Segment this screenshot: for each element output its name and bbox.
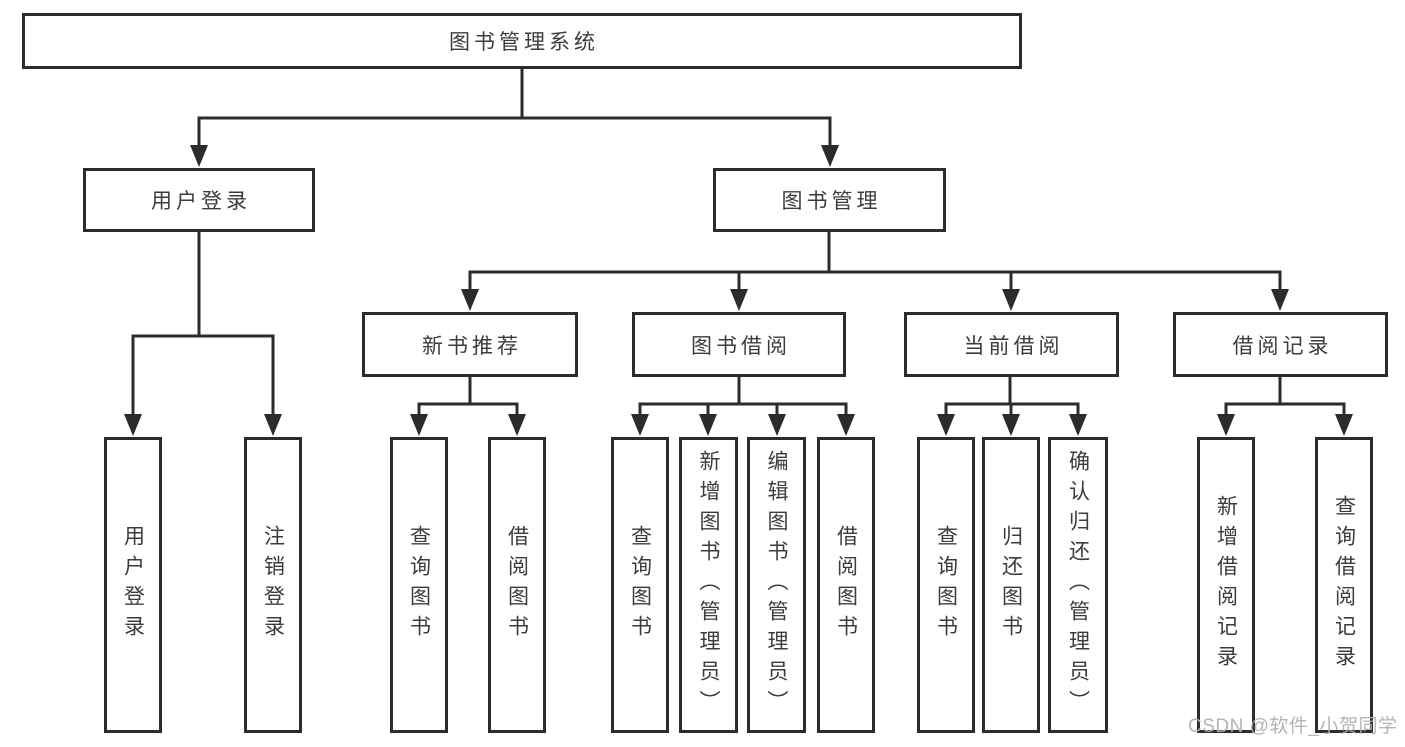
connector-root-to-level2 xyxy=(197,69,832,160)
leaf-label: 查询图书 xyxy=(934,525,958,645)
connector-bookborrow-to-leaves xyxy=(638,377,848,428)
leaf-label: 用户登录 xyxy=(121,525,145,645)
leaf-edit-book-admin: 编辑图书（管理员） xyxy=(747,437,806,733)
leaf-user-login: 用户登录 xyxy=(104,437,162,733)
leaf-logout: 注销登录 xyxy=(244,437,302,733)
arrow-icon xyxy=(699,414,717,436)
node-root-system: 图书管理系统 xyxy=(22,13,1022,69)
leaf-query-borrow-record: 查询借阅记录 xyxy=(1315,437,1373,733)
leaf-label: 借阅图书 xyxy=(834,525,858,645)
leaf-label: 新增借阅记录 xyxy=(1214,495,1238,675)
arrow-icon xyxy=(461,289,479,311)
arrow-icon xyxy=(937,414,955,436)
arrow-icon xyxy=(1335,414,1353,436)
leaf-borrow-borrow-book: 借阅图书 xyxy=(817,437,875,733)
leaf-return-book: 归还图书 xyxy=(982,437,1040,733)
arrow-icon xyxy=(631,414,649,436)
arrow-icon xyxy=(1217,414,1235,436)
arrowheads xyxy=(124,145,1353,436)
arrow-icon xyxy=(1271,289,1289,311)
connector-bookmgmt-to-level3 xyxy=(468,232,1282,303)
leaf-newrec-query-book: 查询图书 xyxy=(390,437,448,733)
arrow-icon xyxy=(730,289,748,311)
leaf-label: 查询图书 xyxy=(628,525,652,645)
leaf-current-query-book: 查询图书 xyxy=(917,437,975,733)
leaf-label: 借阅图书 xyxy=(505,525,529,645)
connector-borrowrecords-to-leaves xyxy=(1224,377,1346,428)
arrow-icon xyxy=(1069,414,1087,436)
leaf-label: 查询图书 xyxy=(407,525,431,645)
node-current-borrow: 当前借阅 xyxy=(904,312,1119,377)
connector-userlogin-to-leaves xyxy=(131,232,275,428)
arrow-icon xyxy=(837,414,855,436)
leaf-label: 查询借阅记录 xyxy=(1332,495,1356,675)
arrow-icon xyxy=(190,145,208,167)
arrow-icon xyxy=(821,145,839,167)
arrow-icon xyxy=(410,414,428,436)
csdn-watermark: CSDN @软件_小贺同学 xyxy=(1188,716,1398,737)
connector-newbookrec-to-leaves xyxy=(417,377,519,428)
leaf-add-borrow-record: 新增借阅记录 xyxy=(1197,437,1255,733)
node-book-management: 图书管理 xyxy=(713,168,946,232)
node-user-login: 用户登录 xyxy=(83,168,315,232)
leaf-label: 注销登录 xyxy=(261,525,285,645)
arrow-icon xyxy=(508,414,526,436)
leaf-add-book-admin: 新增图书（管理员） xyxy=(679,437,738,733)
arrow-icon xyxy=(1002,414,1020,436)
arrow-icon xyxy=(768,414,786,436)
leaf-borrow-query-book: 查询图书 xyxy=(611,437,669,733)
node-borrow-records: 借阅记录 xyxy=(1173,312,1388,377)
leaf-label: 归还图书 xyxy=(999,525,1023,645)
leaf-label: 新增图书（管理员） xyxy=(697,450,720,720)
arrow-icon xyxy=(264,414,282,436)
arrow-icon xyxy=(1002,289,1020,311)
node-book-borrow: 图书借阅 xyxy=(632,312,846,377)
leaf-label: 编辑图书（管理员） xyxy=(765,450,788,720)
node-new-book-recommend: 新书推荐 xyxy=(362,312,578,377)
arrow-icon xyxy=(124,414,142,436)
leaf-newrec-borrow-book: 借阅图书 xyxy=(488,437,546,733)
leaf-label: 确认归还（管理员） xyxy=(1066,450,1090,720)
leaf-confirm-return-admin: 确认归还（管理员） xyxy=(1048,437,1108,733)
